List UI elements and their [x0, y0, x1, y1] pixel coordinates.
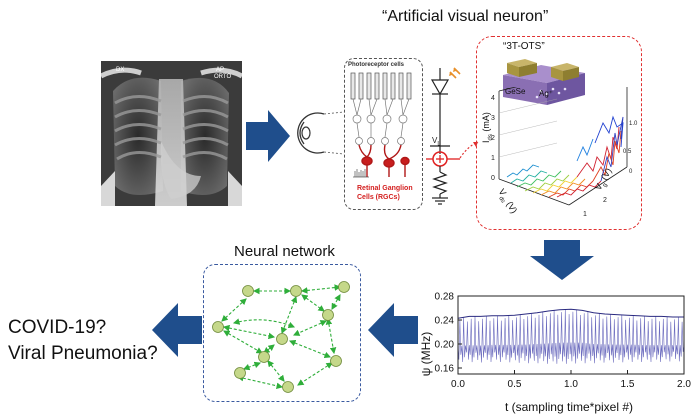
xray-label-right-2: ORTO [214, 74, 232, 80]
arrow-down [530, 240, 594, 280]
chart-root: 0.16 0.20 0.24 0.28 0.0 0.5 1.0 1.5 2.0 [435, 292, 692, 391]
device-connector [459, 141, 479, 159]
output-text: COVID-19? Viral Pneumonia? [8, 315, 158, 367]
chest-xray-image: DX AP ORTO [101, 61, 242, 206]
xray-label-right-1: AP [216, 67, 225, 73]
circuit-diagram [426, 67, 461, 205]
x-tick-label: 1.0 [564, 379, 578, 390]
arrow-left-1 [368, 303, 418, 357]
device-title: “3T-OTS” [503, 41, 545, 52]
x-tick-label: 0.0 [451, 379, 465, 390]
network-node [282, 381, 294, 393]
xray-label-left: DX [116, 67, 125, 73]
network-node [290, 285, 302, 297]
neural-network-title: Neural network [234, 243, 335, 260]
device-y-tick: 0.5 [623, 149, 632, 155]
xray-drawing [101, 61, 242, 206]
chart-xlabel: t (sampling time*pixel #) [505, 400, 633, 414]
chart-series-trace [457, 309, 685, 364]
device-x-tick: 2 [603, 197, 607, 204]
y-tick-label: 0.20 [435, 340, 455, 351]
device-panel: “3T-OTS” GeSe Ag⁺ [476, 36, 642, 230]
arrow-left-2 [152, 303, 202, 357]
network-node [242, 285, 254, 297]
device-x-tick: 1 [583, 211, 587, 218]
network-node [322, 309, 334, 321]
z-tick: 2 [491, 135, 495, 142]
network-node [338, 281, 350, 293]
z-tick: 0 [491, 175, 495, 182]
rgc-label-1: Retinal Ganglion [357, 185, 413, 192]
circuit-v-label: VL [432, 136, 441, 148]
chart-frame [457, 295, 685, 375]
device-y-tick: 0 [629, 169, 633, 175]
retina-panel: Photoreceptor cells Retinal Gangl [344, 58, 423, 210]
output-line-1: COVID-19? [8, 317, 107, 338]
network-node [330, 355, 342, 367]
device-y-tick: 1.0 [629, 121, 638, 127]
y-tick-label: 0.24 [435, 316, 455, 327]
iv-3d-plot [498, 87, 628, 206]
device-stack-drawing [503, 59, 585, 105]
device-z-ticks: 4 3 2 1 0 [491, 89, 495, 189]
chart-series-upper [457, 308, 684, 319]
page-title: “Artificial visual neuron” [382, 8, 549, 25]
device-layer-1: GeSe [505, 87, 526, 96]
x-tick-label: 2.0 [677, 379, 691, 390]
network-node [234, 367, 246, 379]
x-tick-label: 1.5 [621, 379, 635, 390]
z-tick: 4 [491, 95, 495, 102]
retina-cells-drawing [350, 72, 412, 178]
output-line-2: Viral Pneumonia? [8, 343, 158, 364]
y-tick-label: 0.16 [435, 364, 455, 375]
neural-network-graph [212, 281, 350, 393]
chart-ylabel: ψ (MHz) [419, 332, 433, 377]
x-tick-label: 0.5 [508, 379, 522, 390]
network-node [276, 333, 288, 345]
network-node [258, 351, 270, 363]
photoreceptor-label: Photoreceptor cells [348, 62, 405, 68]
network-node [212, 321, 224, 333]
eye-icon [297, 111, 345, 155]
z-tick: 3 [491, 115, 495, 122]
rgc-label-2: Cells (RGCs) [357, 194, 400, 201]
y-tick-label: 0.28 [435, 292, 455, 303]
device-layer-2: Ag⁺ [539, 89, 554, 98]
arrow-right-1 [246, 110, 290, 162]
neural-network-panel [203, 264, 361, 402]
z-tick: 1 [491, 155, 495, 162]
